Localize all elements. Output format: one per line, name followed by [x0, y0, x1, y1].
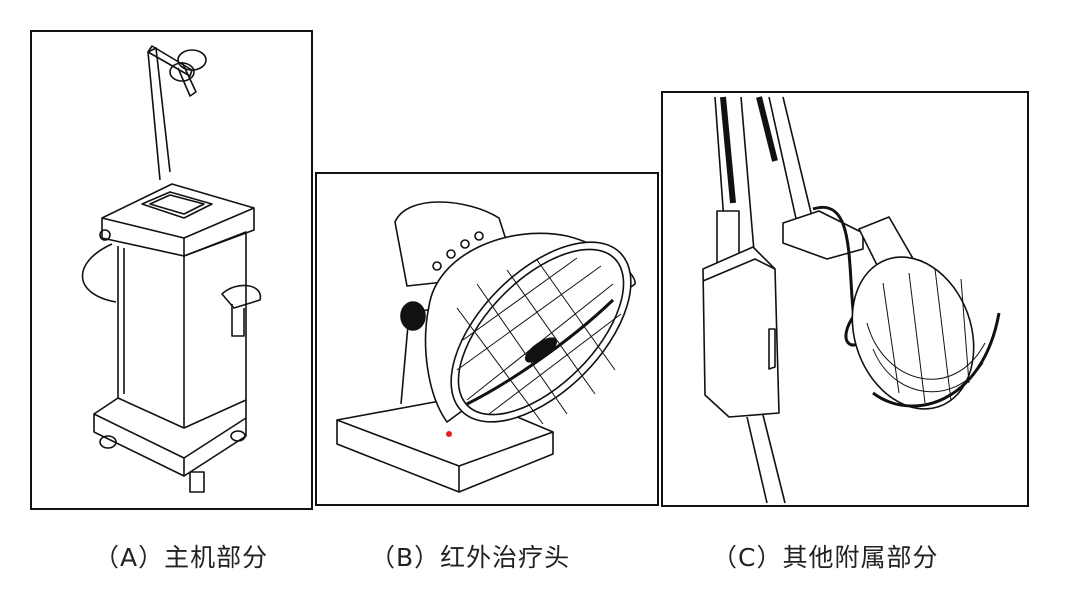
panel-main-unit: [30, 30, 313, 510]
panel-infrared-head: [315, 172, 659, 506]
therapy-cart-icon: [81, 45, 262, 493]
infrared-lamp-head-icon: [336, 201, 636, 493]
panel-accessories: [661, 91, 1029, 507]
lamp-arm-accessory-icon: [702, 96, 1001, 504]
caption-accessories: （C）其他附属部分: [712, 543, 939, 572]
caption-infrared-head: （B）红外治疗头: [370, 543, 571, 572]
caption-main-unit: （A）主机部分: [94, 543, 269, 572]
